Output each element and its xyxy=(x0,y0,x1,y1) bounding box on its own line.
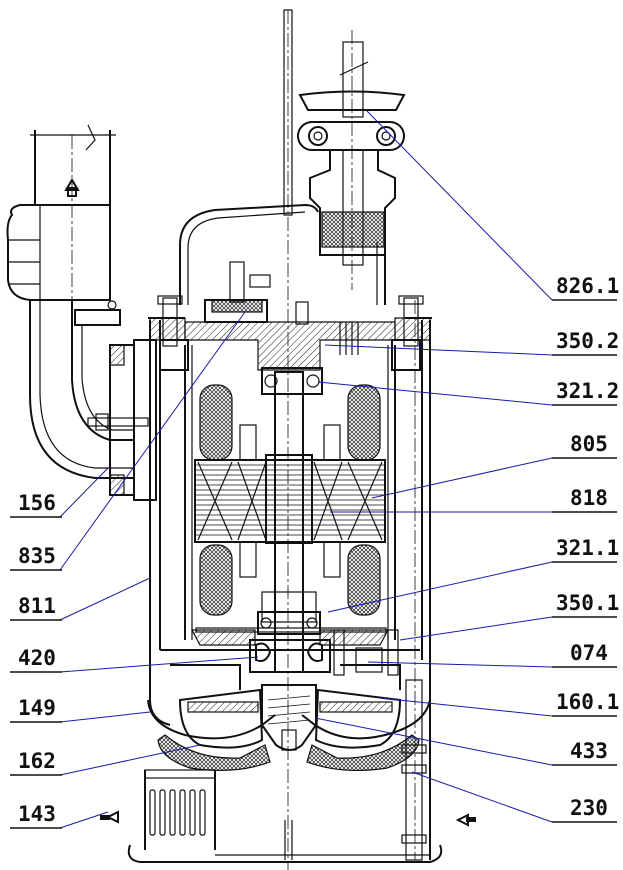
callout-321-1: 321.1 xyxy=(552,536,619,563)
callout-text: 162 xyxy=(18,749,56,773)
leader-826-1 xyxy=(365,109,553,301)
leader-420 xyxy=(59,656,259,673)
callout-350-1: 350.1 xyxy=(552,591,619,618)
cable-entry xyxy=(297,41,406,266)
callout-text: 321.2 xyxy=(556,379,619,403)
callout-text: 156 xyxy=(18,491,56,515)
leader-156 xyxy=(59,467,109,518)
motor-stator xyxy=(184,345,396,640)
leader-149 xyxy=(59,711,151,723)
rotor-shaft xyxy=(261,371,317,673)
callout-162: 162 xyxy=(10,749,62,776)
stator-core xyxy=(194,459,386,543)
callout-text: 826.1 xyxy=(556,274,619,298)
callout-text: 160.1 xyxy=(556,690,619,714)
callout-text: 811 xyxy=(18,594,56,618)
outer-casing xyxy=(148,317,432,860)
callout-text: 074 xyxy=(570,641,608,665)
discharge-pipe xyxy=(6,124,157,501)
callout-160-1: 160.1 xyxy=(552,690,619,717)
callout-text: 420 xyxy=(18,646,56,670)
callout-350-2: 350.2 xyxy=(552,329,619,356)
leader-433 xyxy=(314,717,553,766)
callout-805: 805 xyxy=(552,432,617,459)
motor-top-cover xyxy=(179,203,386,305)
leader-350-1 xyxy=(399,616,553,641)
callout-420: 420 xyxy=(10,646,62,673)
leader-811 xyxy=(59,577,151,621)
callout-826-1: 826.1 xyxy=(552,274,619,301)
callout-text: 230 xyxy=(570,796,608,820)
callout-230: 230 xyxy=(552,796,617,823)
leader-143 xyxy=(59,811,109,829)
callout-818: 818 xyxy=(552,486,617,513)
leader-162 xyxy=(59,744,201,776)
pump-casing xyxy=(147,679,431,861)
callout-835: 835 xyxy=(10,544,62,571)
leader-805 xyxy=(371,457,553,499)
leader-321-2 xyxy=(317,381,553,406)
callout-text: 321.1 xyxy=(556,536,619,560)
leader-835 xyxy=(59,311,246,571)
callout-text: 818 xyxy=(570,486,608,510)
callout-156: 156 xyxy=(10,491,62,518)
leader-230 xyxy=(411,771,553,823)
strainer-base xyxy=(100,769,476,863)
callout-text: 350.1 xyxy=(556,591,619,615)
leader-321-1 xyxy=(327,561,553,613)
lower-bearing-bracket xyxy=(160,611,420,690)
strainer-slots xyxy=(149,789,206,836)
callout-text: 350.2 xyxy=(556,329,619,353)
callout-143: 143 xyxy=(10,802,62,829)
leader-lines xyxy=(59,109,553,829)
callout-text: 433 xyxy=(570,739,608,763)
callout-text: 143 xyxy=(18,802,56,826)
leader-074 xyxy=(367,661,553,668)
callout-321-2: 321.2 xyxy=(552,379,619,406)
leader-350-2 xyxy=(324,344,553,356)
callout-149: 149 xyxy=(10,696,62,723)
top-bearing-bracket xyxy=(149,261,431,395)
callout-811: 811 xyxy=(10,594,62,621)
callout-074: 074 xyxy=(552,641,617,668)
callout-text: 149 xyxy=(18,696,56,720)
lifting-rod xyxy=(283,9,293,216)
leader-160-1 xyxy=(379,697,553,717)
callout-433: 433 xyxy=(552,739,617,766)
callout-text: 805 xyxy=(570,432,608,456)
callout-labels: 826.1 350.2 321.2 805 818 321.1 350.1 0 xyxy=(10,274,619,829)
callout-text: 835 xyxy=(18,544,56,568)
